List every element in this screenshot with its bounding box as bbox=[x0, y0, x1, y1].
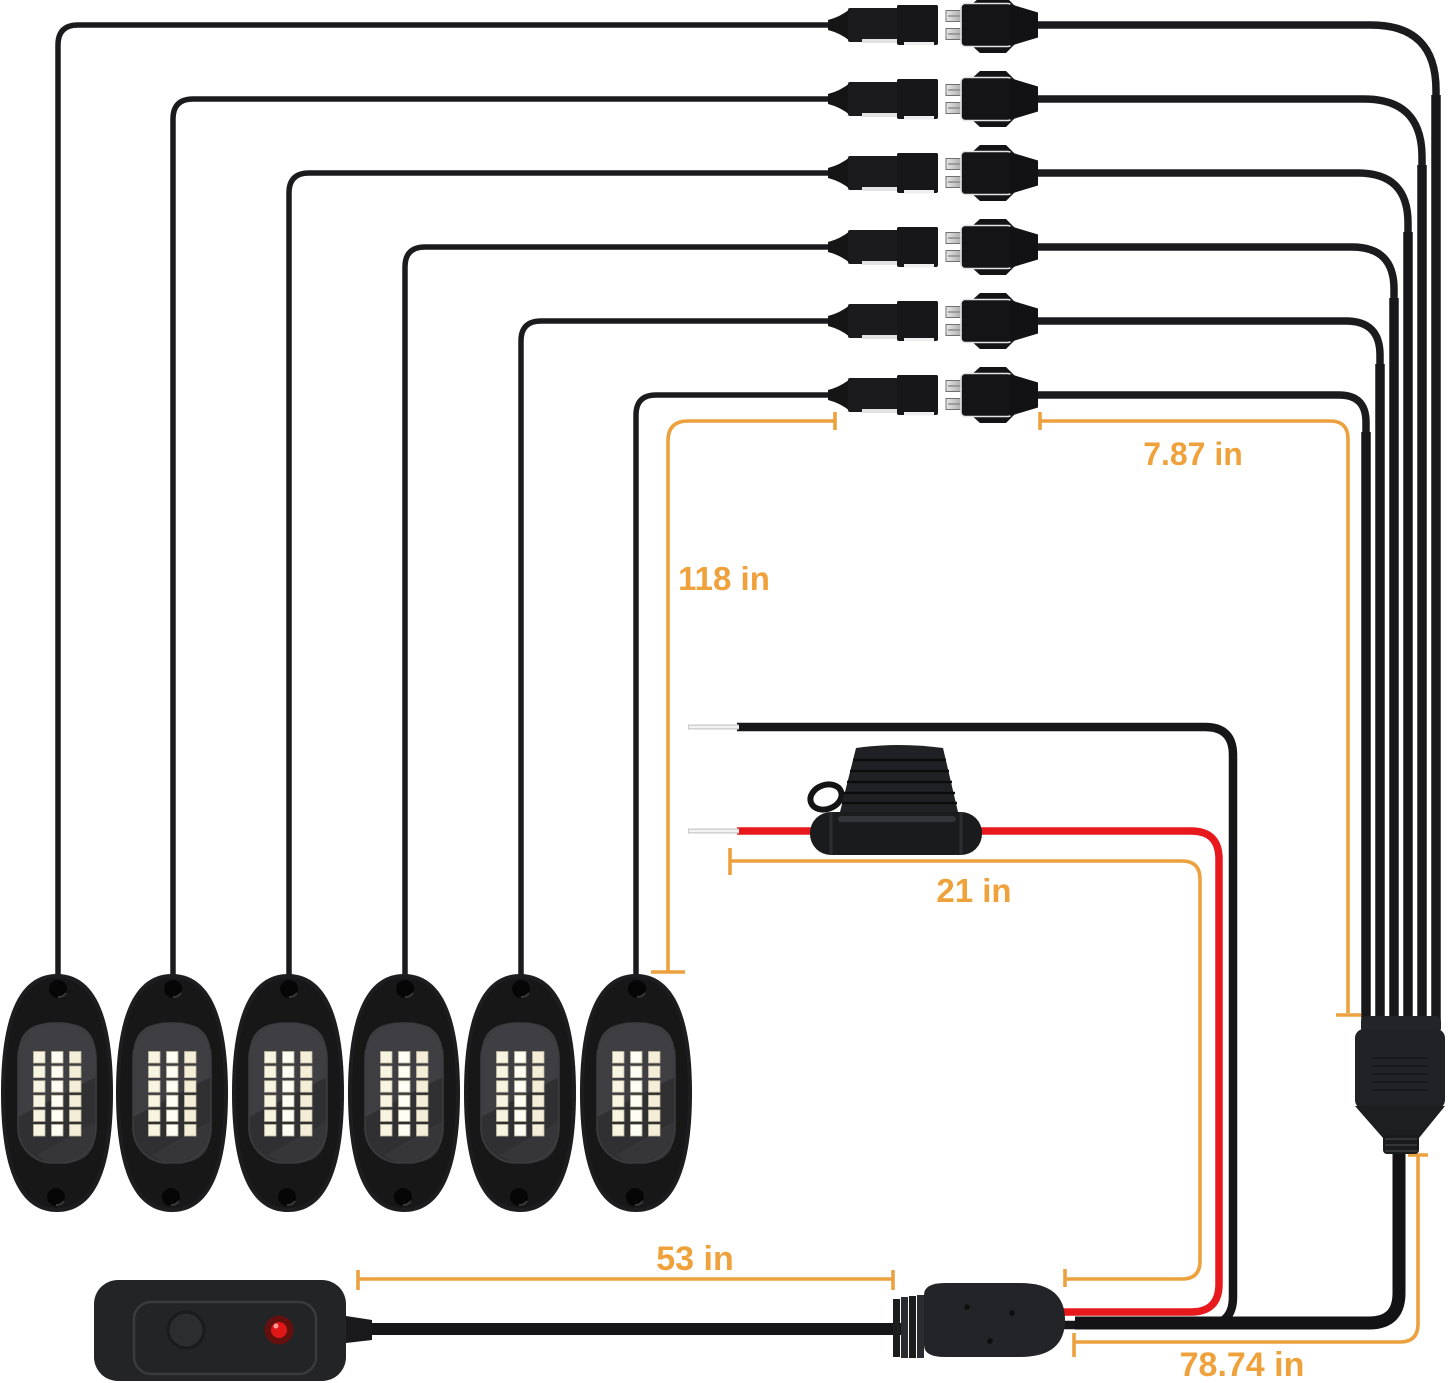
svg-text:7.87 in: 7.87 in bbox=[1143, 436, 1243, 472]
svg-text:53 in: 53 in bbox=[656, 1240, 733, 1278]
svg-text:118 in: 118 in bbox=[678, 560, 770, 597]
svg-text:21 in: 21 in bbox=[936, 872, 1011, 909]
svg-text:78.74 in: 78.74 in bbox=[1180, 1346, 1305, 1383]
